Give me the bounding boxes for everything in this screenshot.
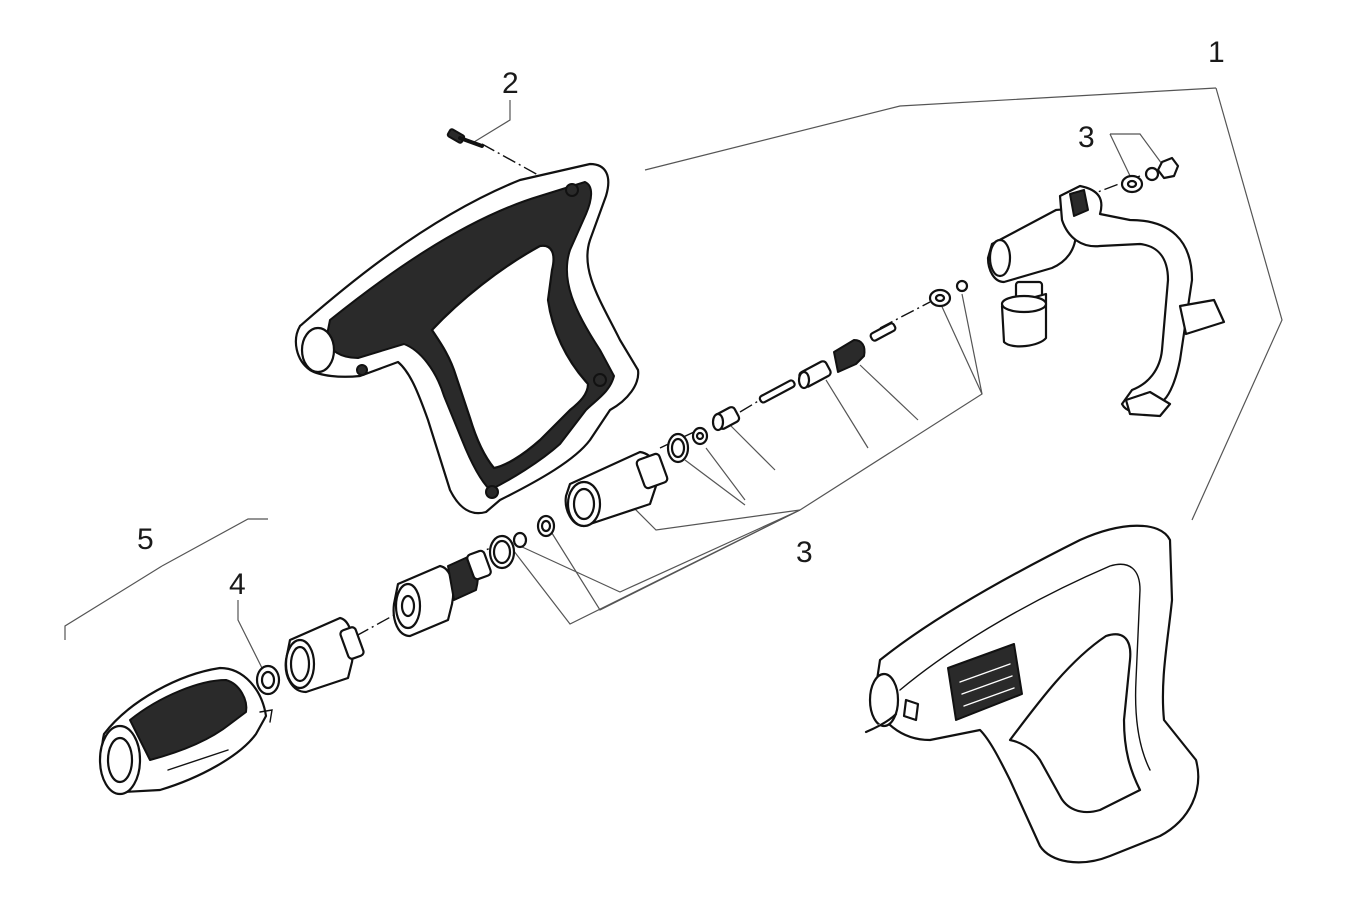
callout-5: 5	[137, 523, 154, 556]
sleeve-part[interactable]	[564, 450, 669, 528]
callout-1: 1	[1208, 36, 1225, 69]
washers-lower[interactable]	[488, 514, 556, 570]
callout-2: 2	[502, 67, 519, 100]
left-housing-half[interactable]	[294, 162, 640, 515]
washers-middle[interactable]	[928, 279, 969, 308]
callout-3-top: 3	[1078, 121, 1095, 154]
nut-washer-set-top[interactable]	[1120, 156, 1180, 194]
trigger-lever-part[interactable]	[1058, 184, 1226, 418]
nozzle-part[interactable]	[98, 666, 273, 796]
quick-coupling-part[interactable]	[392, 549, 492, 638]
callout-3-middle: 3	[796, 536, 813, 569]
bushings[interactable]	[666, 406, 741, 464]
screw-part[interactable]	[446, 128, 484, 148]
leader-lines	[64, 87, 1283, 669]
nozzle-adapter-part[interactable]	[284, 616, 365, 694]
valve-body-part[interactable]	[986, 208, 1078, 348]
callout-4: 4	[229, 568, 246, 601]
o-ring-part[interactable]	[255, 664, 281, 696]
valve-stem-part[interactable]	[758, 322, 897, 404]
assembled-gun[interactable]	[864, 524, 1200, 864]
callout-labels: 1 2 3 3 4 5	[137, 36, 1225, 601]
